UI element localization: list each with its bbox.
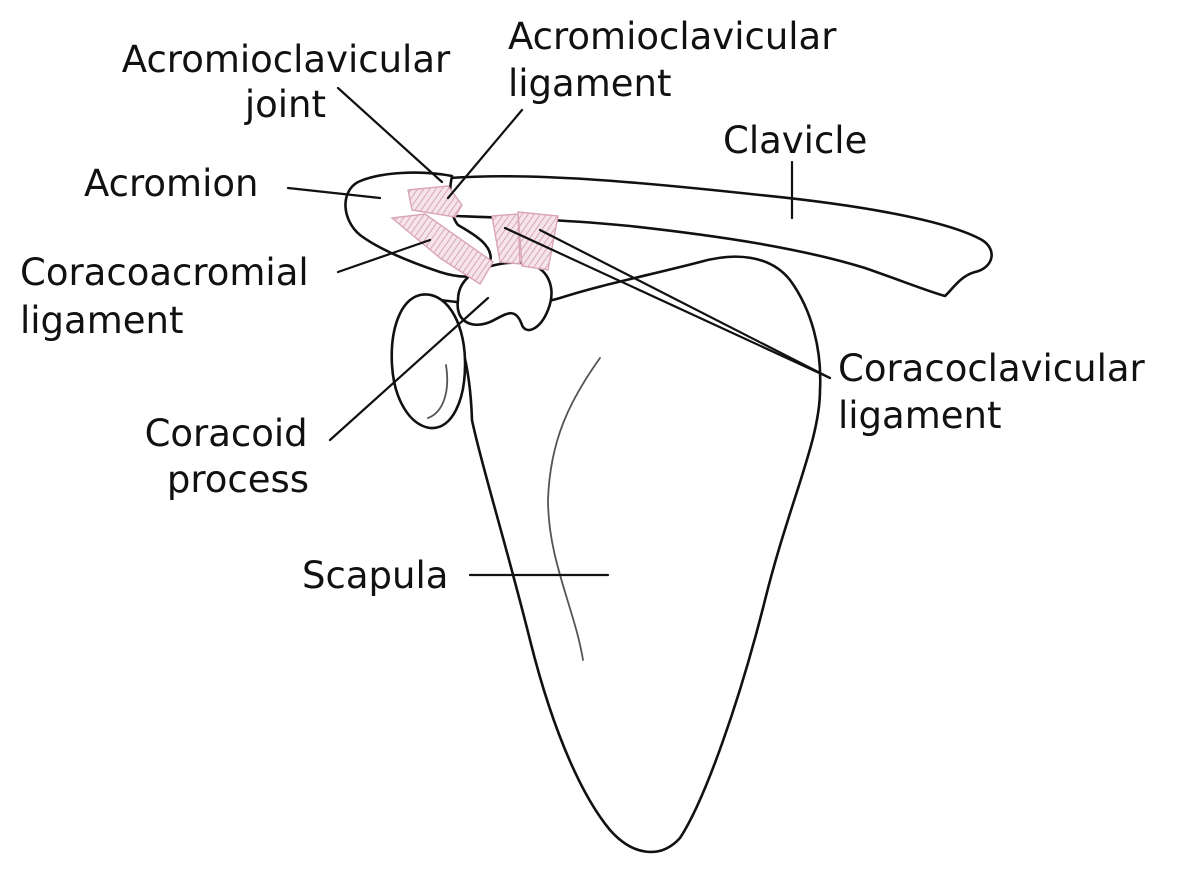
- leader-coracoid-process: [328, 296, 490, 442]
- label-coracoid-process: Coracoid process: [145, 412, 320, 501]
- leader-acromion: [286, 186, 382, 200]
- label-coracoacromial-ligament: Coracoacromial ligament: [20, 251, 320, 342]
- coracoclavicular-ligament-trapezoid: [491, 213, 521, 265]
- scapula-shape: [438, 255, 822, 854]
- leader-ac-joint: [336, 86, 444, 184]
- label-coracoclavicular-ligament: Coracoclavicular ligament: [838, 347, 1157, 437]
- glenoid-cavity-shape: [390, 293, 467, 430]
- coracoacromial-ligament-band: [390, 213, 494, 285]
- label-ac-ligament: Acromioclavicular ligament: [508, 15, 848, 105]
- label-scapula: Scapula: [302, 554, 448, 597]
- label-clavicle: Clavicle: [723, 119, 867, 162]
- leader-coracoclavicular-ligament-upper: [503, 226, 832, 380]
- coracoclavicular-ligament-conoid: [517, 211, 559, 271]
- leader-ac-ligament: [446, 108, 524, 200]
- ac-ligament-band: [407, 185, 463, 218]
- glenoid-inner-line: [427, 364, 449, 419]
- leader-coracoclavicular-ligament-lower: [538, 228, 832, 380]
- label-acromion: Acromion: [84, 162, 258, 205]
- scapular-spine-line: [547, 357, 601, 661]
- leader-coracoacromial-ligament: [336, 238, 432, 274]
- label-ac-joint: Acromioclavicular joint: [122, 38, 462, 126]
